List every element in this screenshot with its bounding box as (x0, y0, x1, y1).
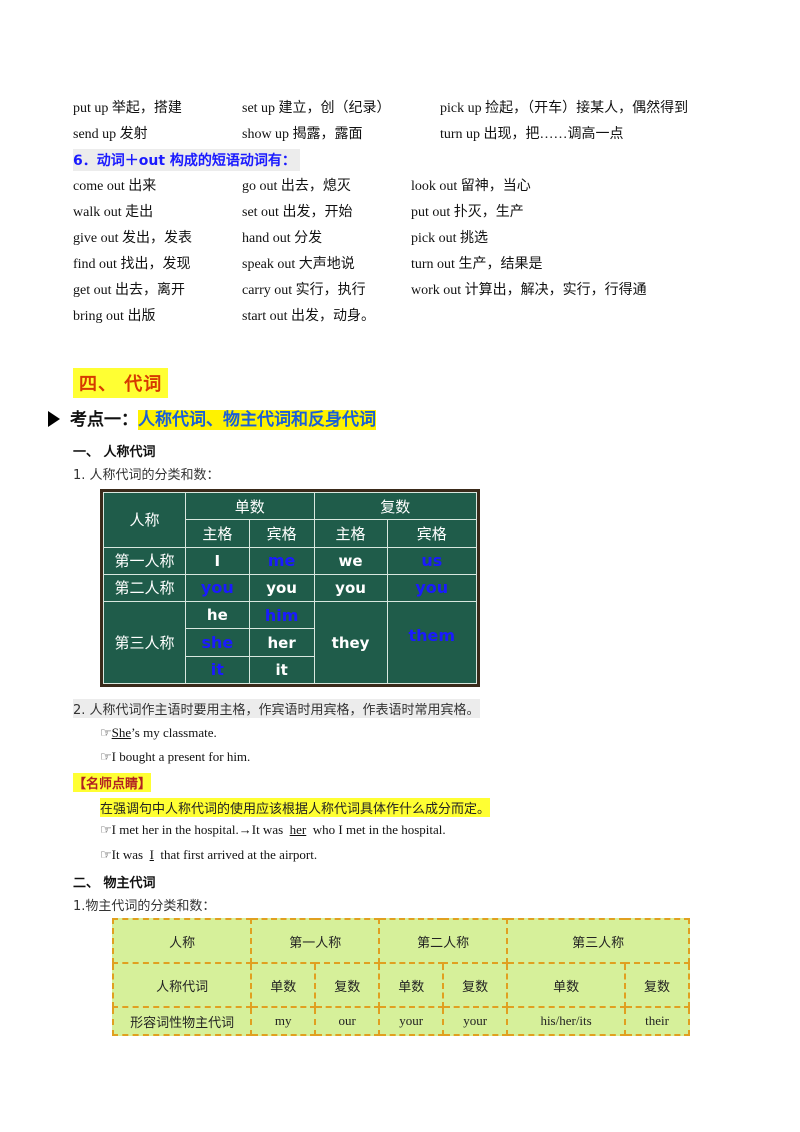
hand-pointer-icon: ☞ (100, 822, 112, 837)
cell-1-pl-acc: us (386, 546, 478, 575)
phrase-pick-up: pick up 捡起，（开车）接某人，偶然得到 (440, 101, 689, 116)
phrase-row4-col1: find out 找出，发现 (73, 257, 191, 272)
pt-their: their (624, 1006, 690, 1036)
th-person: 人称 (102, 492, 187, 548)
pt-r2-sg2: 单数 (378, 962, 445, 1009)
pt-r2-pl3: 复数 (624, 962, 690, 1009)
pt-my: my (250, 1006, 317, 1036)
th-sg-nom: 主格 (185, 519, 250, 548)
kaodian-title: 人称代词、物主代词和反身代词 (138, 410, 376, 430)
kaodian-heading: 考点一：人称代词、物主代词和反身代词 (48, 405, 376, 430)
note-classification: 1. 人称代词的分类和数： (73, 468, 220, 483)
subheading-possessive-pronouns: 二、 物主代词 (73, 876, 156, 891)
phrase-row2-col1: walk out 走出 (73, 205, 154, 220)
phrase-row1-col1: come out 出来 (73, 179, 157, 194)
cell-1-sg-acc: me (248, 546, 315, 575)
pt-your-pl: your (442, 1006, 509, 1036)
example-1-rest: ’s my classmate. (131, 725, 217, 740)
example-3-pronoun: her (289, 822, 307, 837)
possessive-pronoun-table: 人称 第一人称 第二人称 第三人称 人称代词 单数 复数 单数 复数 单数 复数… (111, 917, 690, 1036)
example-2: ☞I bought a present for him. (100, 749, 250, 765)
example-4: ☞It was I that first arrived at the airp… (100, 847, 317, 863)
pt-your-sg: your (378, 1006, 445, 1036)
row-first-person: 第一人称 (102, 546, 187, 575)
phrase-set-up: set up 建立，创（纪录） (242, 101, 391, 116)
cell-3-sg-acc-him: him (248, 601, 315, 630)
hand-pointer-icon: ☞ (100, 847, 112, 862)
th-plural: 复数 (313, 491, 478, 521)
th-pl-nom: 主格 (313, 519, 388, 548)
cell-3-pl-nom: they (313, 601, 388, 684)
cell-3-sg-nom-she: she (185, 628, 250, 657)
phrase-row4-col2: speak out 大声地说 (242, 257, 355, 272)
example-4-c: that first arrived at the airport. (160, 847, 318, 862)
th-singular: 单数 (185, 491, 315, 521)
row-second-person: 第二人称 (102, 573, 187, 603)
example-1: ☞She’s my classmate. (100, 725, 217, 741)
hand-pointer-icon: ☞ (100, 749, 112, 764)
cell-2-sg-acc: you (248, 573, 315, 603)
out-phrases-heading: 6．动词＋out 构成的短语动词有： (73, 149, 300, 171)
cell-3-sg-acc-her: her (248, 628, 315, 657)
cell-3-pl-acc: them (386, 601, 478, 684)
kaodian-prefix: 考点一： (70, 410, 138, 430)
note-possessive-classification: 1.物主代词的分类和数： (73, 899, 216, 914)
pt-h-person: 人称 (111, 917, 253, 965)
row-third-person: 第三人称 (102, 601, 187, 684)
example-4-a: It was (111, 847, 144, 862)
phrase-row2-col2: set out 出发，开始 (242, 205, 353, 220)
hand-pointer-icon: ☞ (100, 725, 112, 740)
arrow-bullet-icon (48, 411, 60, 427)
phrase-row1-col3: look out 留神，当心 (411, 179, 531, 194)
example-3-a: I met her in the hospital.→It was (111, 822, 284, 837)
pt-our: our (314, 1006, 381, 1036)
cell-3-sg-acc-it: it (248, 655, 315, 685)
phrase-turn-up: turn up 出现，把……调高一点 (440, 127, 624, 142)
phrase-row6-col2: start out 出发，动身。 (242, 309, 375, 324)
th-sg-acc: 宾格 (248, 519, 315, 548)
tip-label: 【名师点睛】 (73, 773, 152, 792)
cell-3-sg-nom-it: it (185, 655, 250, 685)
pt-h-second: 第二人称 (378, 917, 509, 965)
pt-h-third: 第三人称 (506, 917, 690, 965)
example-3: ☞I met her in the hospital.→It was her w… (100, 822, 446, 838)
phrase-show-up: show up 揭露，露面 (242, 127, 363, 142)
phrase-send-up: send up 发射 (73, 127, 148, 142)
phrase-row5-col1: get out 出去，离开 (73, 283, 185, 298)
pt-his-her-its: his/her/its (506, 1006, 626, 1036)
phrase-row5-col2: carry out 实行，执行 (242, 283, 366, 298)
cell-2-pl-acc: you (386, 573, 478, 603)
cell-1-pl-nom: we (313, 546, 388, 575)
note-usage: 2. 人称代词作主语时要用主格，作宾语时用宾格，作表语时常用宾格。 (73, 699, 480, 718)
pt-h-first: 第一人称 (250, 917, 381, 965)
example-3-c: who I met in the hospital. (312, 822, 446, 837)
phrase-row5-col3: work out 计算出，解决，实行，行得通 (411, 283, 647, 298)
subheading-personal-pronouns: 一、 人称代词 (73, 445, 156, 460)
tip-text: 在强调句中人称代词的使用应该根据人称代词具体作什么成分而定。 (100, 798, 491, 817)
phrase-row2-col3: put out 扑灭，生产 (411, 205, 524, 220)
phrase-row3-col3: pick out 挑选 (411, 231, 488, 246)
pt-r2-sg3: 单数 (506, 962, 626, 1009)
pt-r2-pl1: 复数 (314, 962, 381, 1009)
cell-2-sg-nom: you (185, 573, 250, 603)
phrase-row3-col1: give out 发出，发表 (73, 231, 192, 246)
th-pl-acc: 宾格 (386, 519, 478, 548)
pt-r2-pl2: 复数 (442, 962, 509, 1009)
cell-3-sg-nom-he: he (185, 601, 250, 630)
pt-r2-label: 人称代词 (111, 962, 253, 1009)
section-title-pronouns: 四、 代词 (73, 368, 169, 398)
phrase-row6-col1: bring out 出版 (73, 309, 156, 324)
cell-1-sg-nom: I (185, 546, 250, 575)
example-4-pronoun: I (149, 847, 154, 862)
cell-2-pl-nom: you (313, 573, 388, 603)
phrase-put-up: put up 举起，搭建 (73, 101, 182, 116)
pt-r3-label: 形容词性物主代词 (111, 1006, 253, 1036)
phrase-row3-col2: hand out 分发 (242, 231, 323, 246)
example-1-pronoun: She (111, 725, 132, 740)
phrase-row1-col2: go out 出去，熄灭 (242, 179, 351, 194)
example-2-text: I bought a present for him. (111, 749, 251, 764)
phrase-row4-col3: turn out 生产，结果是 (411, 257, 543, 272)
personal-pronoun-table: 人称 单数 复数 主格 宾格 主格 宾格 第一人称 I me we us 第二人… (100, 489, 480, 687)
pt-r2-sg1: 单数 (250, 962, 317, 1009)
